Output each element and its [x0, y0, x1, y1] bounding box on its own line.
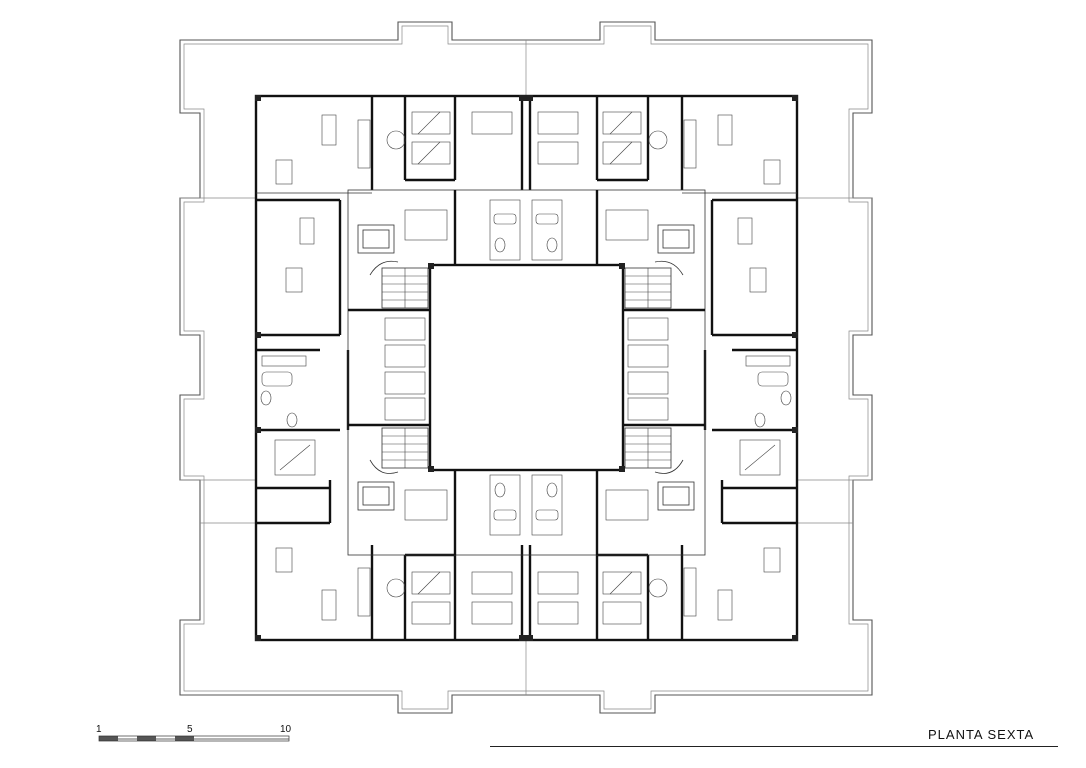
- terrace-outline: [179, 21, 873, 714]
- stair-right-upper: [624, 260, 684, 309]
- elevators: [357, 224, 695, 511]
- drawing-title: PLANTA SEXTA: [928, 727, 1035, 742]
- beds-top: [404, 111, 649, 241]
- dining-furniture: [275, 114, 781, 621]
- scale-tick-10: 10: [280, 724, 292, 735]
- scale-tick-1: 1: [96, 724, 102, 735]
- scale-tick-5: 5: [187, 724, 193, 735]
- stair-left-lower: [369, 427, 429, 474]
- scale-bar: [98, 735, 290, 742]
- beds-sides: [274, 317, 781, 476]
- kitchens: [261, 119, 791, 617]
- stair-cores: [357, 224, 695, 511]
- title-underline: [490, 746, 1058, 747]
- bathrooms: [260, 199, 792, 536]
- stair-right-lower: [624, 427, 684, 474]
- beds: [274, 111, 781, 625]
- structural-columns: [255, 95, 798, 641]
- stair-left-upper: [369, 260, 429, 309]
- building-walls: [254, 94, 799, 642]
- interior-partitions: [256, 96, 797, 640]
- beds-bottom: [404, 489, 649, 625]
